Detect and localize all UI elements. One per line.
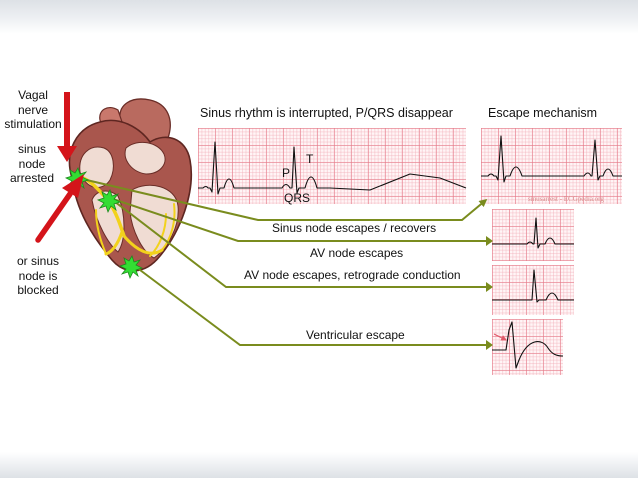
ecgpedia-credit: sinusarrest - ECGpedia.org (528, 195, 604, 203)
block-arrow-shaft (35, 191, 73, 243)
pathway-arrowheads (486, 236, 493, 350)
ecg-ventricular-escape-trace (492, 321, 564, 369)
vagal-label: Vagal nerve stimulation (0, 88, 66, 132)
left-bundle-branch (122, 234, 164, 255)
vagal-arrow-head (57, 146, 77, 162)
ventricular-node-star (118, 255, 144, 280)
pathway-label-av: AV node escapes (310, 246, 404, 260)
qrs-label: QRS (284, 191, 311, 205)
bottom-gradient-band (0, 452, 638, 478)
ecg-escape-strip (481, 128, 622, 204)
left-atrium (124, 141, 166, 175)
vagal-label-line-1: Vagal (18, 88, 48, 102)
ventricular-escape-pink-arrow (493, 333, 508, 341)
blocked-label-line-3: blocked (17, 283, 59, 297)
p-wave-label: P (282, 166, 291, 180)
blocked-label-line-2: node is (18, 268, 58, 283)
right-ventricle (91, 190, 125, 253)
block-arrow-head (62, 174, 84, 198)
pathway-line-sinus (77, 177, 488, 221)
pathway-arrowhead-av (486, 236, 493, 246)
arrested-label-line-1: sinus (17, 142, 46, 156)
vagal-arrow (57, 92, 77, 162)
blocked-label: or sinus node is blocked (12, 254, 64, 298)
pathway-label-sinus: Sinus node escapes / recovers (272, 221, 437, 235)
escape-header: Escape mechanism (488, 106, 598, 120)
t-wave-label: T (306, 152, 314, 166)
arrested-label: sinus node arrested (6, 142, 58, 186)
ecg-av-escape-strip (492, 265, 574, 315)
av-node-star (96, 189, 122, 214)
ecg-escape-trace (481, 135, 622, 183)
top-gradient-band (0, 0, 638, 34)
vagal-label-line-2: nerve (17, 102, 49, 117)
pathway-lines (77, 177, 488, 346)
pathway-label-ventricular: Ventricular escape (306, 328, 405, 342)
pathway-line-av (109, 197, 486, 242)
vagal-arrow-shaft (64, 92, 70, 146)
main-ecg-header: Sinus rhythm is interrupted, P/QRS disap… (200, 106, 453, 120)
blocked-label-line-1: or sinus (16, 254, 60, 268)
pathway-label-av-retrograde: AV node escapes, retrograde conduction (244, 268, 461, 282)
pathway-line-ventricular (131, 263, 486, 346)
block-arrow (35, 174, 84, 243)
ecg-ventricular-escape-strip (492, 319, 563, 375)
right-bundle-branch (104, 230, 124, 256)
ecg-sinus-recovery-trace (492, 217, 574, 249)
pathway-arrowhead-ventricular (486, 340, 493, 350)
vagal-label-line-3: stimulation (4, 117, 62, 131)
ecg-main-strip (198, 128, 466, 204)
arrested-label-line-2: node (18, 156, 46, 171)
ecg-av-escape-trace (492, 269, 574, 303)
ecg-sinus-recovery-strip (492, 209, 574, 261)
pathway-arrowhead-av-retrograde (486, 282, 493, 292)
ecg-main-trace (198, 141, 467, 195)
ecg-traces (198, 135, 622, 369)
pathway-line-av-retrograde (109, 197, 486, 288)
arrested-label-line-3: arrested (9, 171, 55, 185)
heart-illustration (68, 98, 192, 272)
aorta (119, 98, 171, 151)
